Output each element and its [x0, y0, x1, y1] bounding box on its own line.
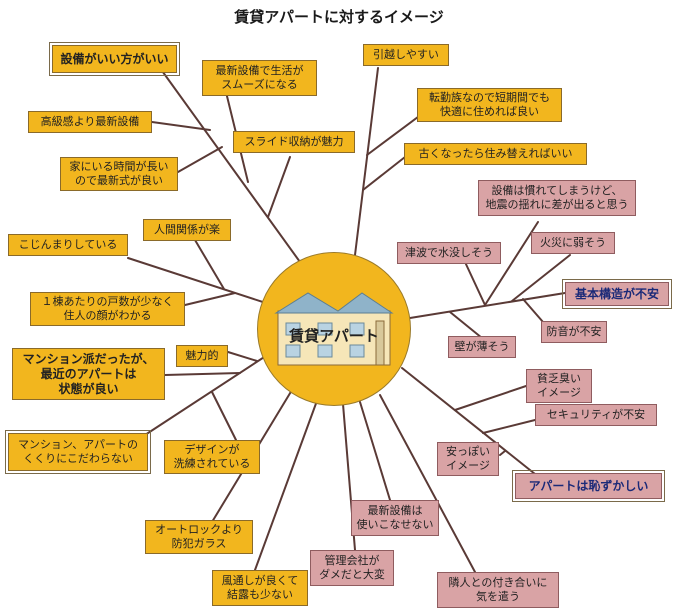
node-saishin-seikatsu: 最新設備で生活が スムーズになる [202, 60, 317, 96]
node-tsunami: 津波で水没しそう [397, 242, 501, 264]
node-kojinmari: こじんまりしている [8, 234, 128, 256]
apartment-building-icon [274, 292, 394, 366]
node-ie-jikan: 家にいる時間が長い ので最新式が良い [60, 157, 178, 191]
node-security: セキュリティが不安 [535, 404, 657, 426]
node-kabe: 壁が薄そう [448, 336, 516, 358]
node-kosu: １棟あたりの戸数が少なく 住人の顔がわかる [30, 292, 185, 326]
node-yasuppoi: 安っぽい イメージ [437, 442, 499, 476]
node-kokyukan: 高級感より最新設備 [28, 111, 152, 133]
node-mansion-kukuri: マンション、アパートの くくりにこだわらない [5, 430, 151, 474]
node-slide: スライド収納が魅力 [233, 131, 355, 153]
center-label: 賃貸アパート [289, 327, 379, 345]
node-tenkin: 転勤族なので短期間でも 快適に住めれば良い [417, 88, 562, 122]
node-ningen: 人間関係が楽 [143, 219, 231, 241]
node-jishin: 設備は慣れてしまうけど、 地震の揺れに差が出ると思う [478, 180, 636, 216]
node-kinrin: 隣人との付き合いに 気を遣う [437, 572, 559, 608]
node-tsukaikonasenai: 最新設備は 使いこなせない [351, 500, 439, 536]
center-hub: 賃貸アパート [257, 252, 411, 406]
node-design: デザインが 洗練されている [164, 440, 260, 474]
node-binbo: 貧乏臭い イメージ [526, 369, 592, 403]
node-furuku: 古くなったら住み替えればいい [404, 143, 587, 165]
node-kihon: 基本構造が不安 [562, 279, 672, 309]
node-boon: 防音が不安 [541, 321, 607, 343]
node-miryokuteki: 魅力的 [176, 345, 228, 367]
node-autolock: オートロックより 防犯ガラス [145, 520, 253, 554]
node-kazetoshi: 風通しが良くて 結露も少ない [212, 570, 308, 606]
node-mansion-ha: マンション派だったが、 最近のアパートは 状態が良い [12, 348, 165, 400]
node-kasai: 火災に弱そう [531, 232, 615, 254]
node-setsubi-ii: 設備がいい方がいい [49, 42, 180, 76]
node-kanri: 管理会社が ダメだと大変 [310, 550, 394, 586]
node-hikkoshi: 引越しやすい [363, 44, 449, 66]
diagram-title: 賃貸アパートに対するイメージ [234, 8, 444, 26]
node-hazukashii: アパートは恥ずかしい [512, 470, 665, 502]
